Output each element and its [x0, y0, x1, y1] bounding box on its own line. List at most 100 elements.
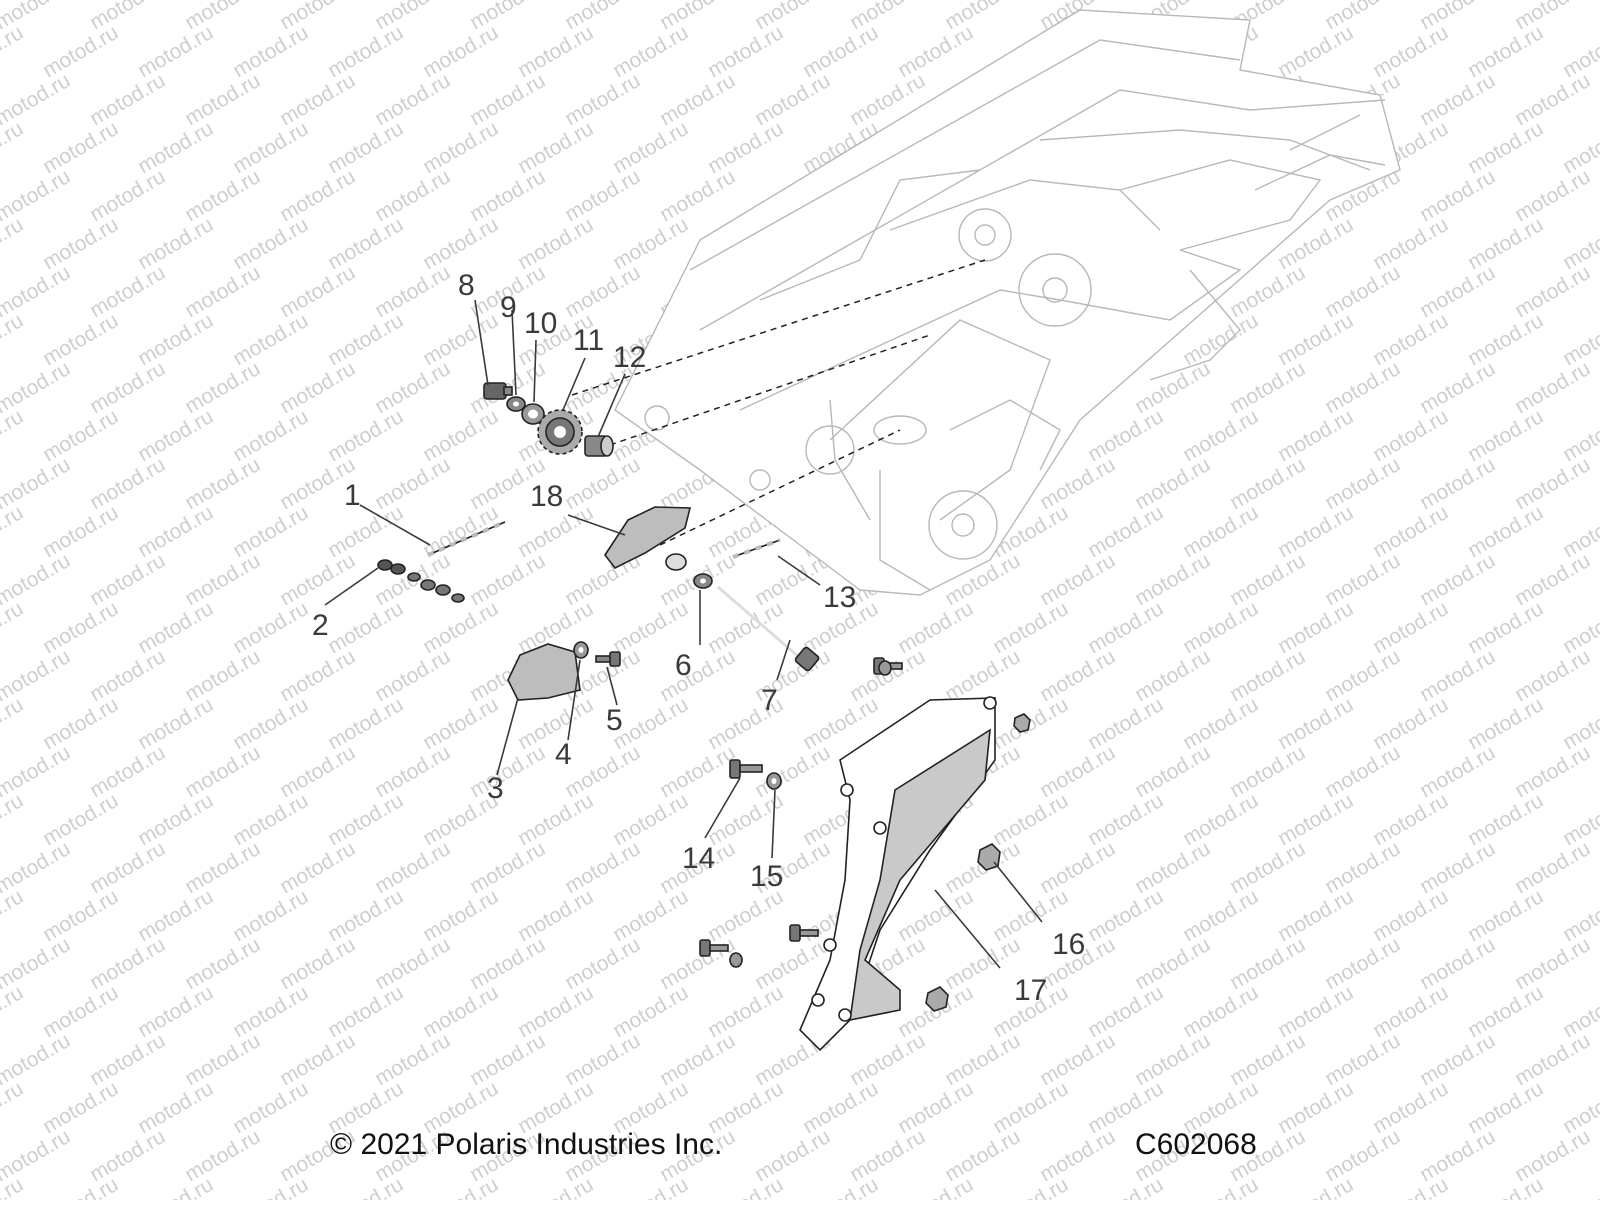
watermark-text: motod.ru	[39, 501, 122, 562]
callout-16: 16	[1052, 928, 1085, 961]
watermark-text: motod.ru	[86, 69, 169, 130]
watermark-text: motod.ru	[1274, 789, 1357, 850]
watermark-text: motod.ru	[86, 261, 169, 322]
watermark-text: motod.ru	[799, 1077, 882, 1138]
watermark-text: motod.ru	[1274, 309, 1357, 370]
watermark-text: motod.ru	[466, 741, 549, 802]
watermark-text: motod.ru	[229, 501, 312, 562]
watermark-text: motod.ru	[229, 885, 312, 946]
watermark-text: motod.ru	[1131, 357, 1214, 418]
watermark-text: motod.ru	[1369, 885, 1452, 946]
watermark-text: motod.ru	[1036, 1125, 1119, 1186]
watermark-text: motod.ru	[656, 933, 739, 994]
watermark-text: motod.ru	[1131, 453, 1214, 514]
watermark-text: motod.ru	[1369, 501, 1452, 562]
watermark-text: motod.ru	[1274, 981, 1357, 1042]
watermark-text: motod.ru	[39, 981, 122, 1042]
watermark-text: motod.ru	[894, 885, 977, 946]
watermark-text: motod.ru	[656, 165, 739, 226]
watermark-text: motod.ru	[276, 261, 359, 322]
watermark-text: motod.ru	[561, 69, 644, 130]
bolt-14	[729, 759, 763, 779]
watermark-text: motod.ru	[1226, 357, 1309, 418]
watermark-text: motod.ru	[134, 405, 217, 466]
watermark-text: motod.ru	[181, 1029, 264, 1090]
swingarm-frame	[614, 9, 1401, 596]
watermark-text: motod.ru	[1464, 213, 1547, 274]
watermark-text: motod.ru	[1274, 1173, 1357, 1200]
watermark-text: motod.ru	[229, 789, 312, 850]
watermark-text: motod.ru	[1084, 597, 1167, 658]
watermark-text: motod.ru	[324, 117, 407, 178]
watermark-text: motod.ru	[751, 69, 834, 130]
watermark-text: motod.ru	[371, 837, 454, 898]
watermark-text: motod.ru	[989, 1077, 1072, 1138]
watermark-text: motod.ru	[1511, 261, 1594, 322]
watermark-text: motod.ru	[181, 357, 264, 418]
watermark-text: motod.ru	[1416, 1029, 1499, 1090]
watermark-text: motod.ru	[656, 1029, 739, 1090]
watermark-text: motod.ru	[1511, 165, 1594, 226]
watermark-text: motod.ru	[561, 741, 644, 802]
watermark-text: motod.ru	[1511, 837, 1594, 898]
watermark-text: motod.ru	[39, 885, 122, 946]
watermark-text: motod.ru	[371, 741, 454, 802]
watermark-text: motod.ru	[86, 453, 169, 514]
watermark-text: motod.ru	[1321, 741, 1404, 802]
leader-lines	[324, 299, 1043, 969]
watermark-text: motod.ru	[1511, 1125, 1594, 1186]
watermark-text: motod.ru	[1464, 21, 1547, 82]
watermark-text: motod.ru	[181, 933, 264, 994]
watermark-text: motod.ru	[0, 501, 27, 562]
watermark-text: motod.ru	[1369, 309, 1452, 370]
watermark-text: motod.ru	[1416, 549, 1499, 610]
watermark-text: motod.ru	[561, 261, 644, 322]
watermark-text: motod.ru	[86, 165, 169, 226]
watermark-text: motod.ru	[941, 1029, 1024, 1090]
washer-4	[573, 641, 589, 659]
watermark-text: motod.ru	[1416, 165, 1499, 226]
watermark-text: motod.ru	[86, 645, 169, 706]
watermark-text: motod.ru	[181, 549, 264, 610]
watermark-text: motod.ru	[39, 21, 122, 82]
watermark-text: motod.ru	[0, 117, 27, 178]
spacer-12	[584, 435, 614, 457]
watermark-text: motod.ru	[799, 1173, 882, 1200]
watermark-text: motod.ru	[704, 1173, 787, 1200]
watermark-text: motod.ru	[1274, 1077, 1357, 1138]
watermark-text: motod.ru	[324, 597, 407, 658]
watermark-text: motod.ru	[229, 597, 312, 658]
watermark-text: motod.ru	[229, 405, 312, 466]
watermark-text: motod.ru	[1464, 309, 1547, 370]
callout-10: 10	[524, 307, 557, 340]
watermark-text: motod.ru	[39, 117, 122, 178]
watermark-text: motod.ru	[1416, 837, 1499, 898]
watermark-text: motod.ru	[1321, 261, 1404, 322]
watermark-text: motod.ru	[1274, 597, 1357, 658]
watermark-text: motod.ru	[181, 165, 264, 226]
watermark-text: motod.ru	[229, 981, 312, 1042]
watermark-text: motod.ru	[1084, 885, 1167, 946]
watermark-text: motod.ru	[371, 261, 454, 322]
watermark-text: motod.ru	[276, 165, 359, 226]
watermark-text: motod.ru	[419, 981, 502, 1042]
watermark-text: motod.ru	[1274, 885, 1357, 946]
watermark-text: motod.ru	[514, 981, 597, 1042]
watermark-text: motod.ru	[1321, 357, 1404, 418]
callout-2: 2	[312, 609, 329, 642]
watermark-text: motod.ru	[1226, 837, 1309, 898]
watermark-text: motod.ru	[276, 645, 359, 706]
watermark-text: motod.ru	[1511, 453, 1594, 514]
watermark-text: motod.ru	[1464, 693, 1547, 754]
watermark-text: motod.ru	[989, 693, 1072, 754]
chain-guard-3	[507, 643, 581, 701]
watermark-text: motod.ru	[229, 1173, 312, 1200]
watermark-text: motod.ru	[134, 501, 217, 562]
watermark-text: motod.ru	[466, 165, 549, 226]
watermark-text: motod.ru	[1179, 1173, 1262, 1200]
watermark-text: motod.ru	[1321, 837, 1404, 898]
small-bolts	[699, 657, 903, 968]
watermark-text: motod.ru	[419, 597, 502, 658]
watermark-text: motod.ru	[1416, 933, 1499, 994]
